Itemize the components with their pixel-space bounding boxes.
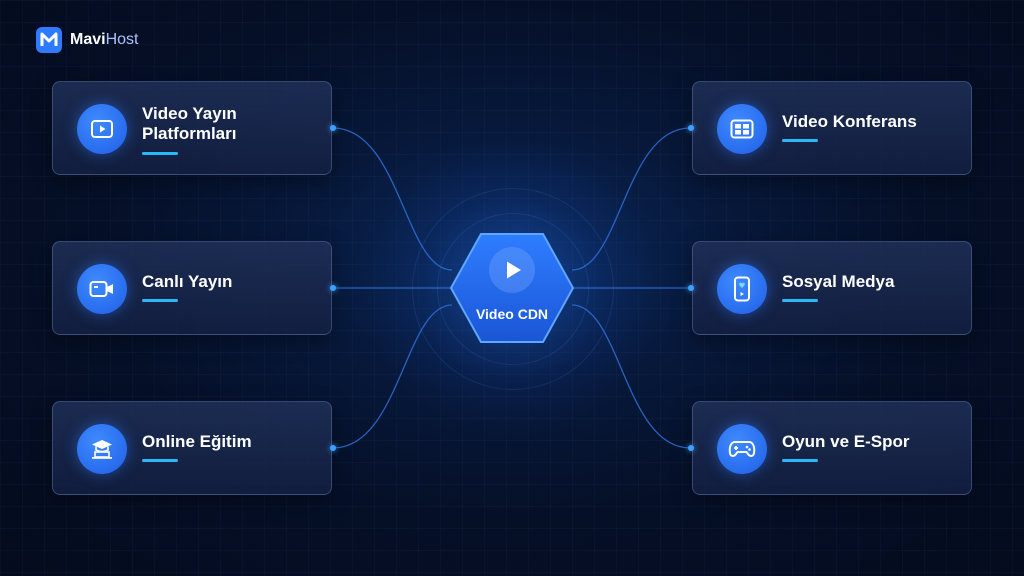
card-oyun-ve-e-spor[interactable]: Oyun ve E-Spor — [692, 401, 972, 495]
title-underline — [782, 459, 818, 462]
center-hexagon[interactable] — [449, 232, 575, 344]
connector-dot — [688, 125, 694, 131]
title-underline — [782, 299, 818, 302]
card-online-egitim[interactable]: Online Eğitim — [52, 401, 332, 495]
card-sosyal-medya[interactable]: Sosyal Medya — [692, 241, 972, 335]
card-title: Online Eğitim — [142, 432, 252, 451]
video-camera-icon — [77, 264, 127, 314]
card-video-konferans[interactable]: Video Konferans — [692, 81, 972, 175]
connector-dot — [688, 285, 694, 291]
card-title: Video Konferans — [782, 112, 917, 131]
connector-dot — [330, 125, 336, 131]
video-grid-icon — [717, 104, 767, 154]
brand-logo-icon — [36, 27, 62, 53]
connector-dot — [330, 285, 336, 291]
mobile-heart-icon — [717, 264, 767, 314]
connector-dot — [688, 445, 694, 451]
title-underline — [142, 152, 178, 155]
title-underline — [142, 459, 178, 462]
center-label: Video CDN — [475, 306, 549, 322]
glow-ring-outer — [412, 188, 614, 390]
title-underline — [782, 139, 818, 142]
card-title: Canlı Yayın — [142, 272, 233, 291]
gamepad-icon — [717, 424, 767, 474]
card-title: Sosyal Medya — [782, 272, 895, 291]
graduation-laptop-icon — [77, 424, 127, 474]
title-underline — [142, 299, 178, 302]
brand-name: MaviHost — [70, 31, 139, 48]
play-icon — [489, 247, 535, 293]
glow-ring-inner — [437, 213, 589, 365]
card-canli-yayin[interactable]: Canlı Yayın — [52, 241, 332, 335]
card-title: Oyun ve E-Spor — [782, 432, 910, 451]
brand-logo[interactable]: MaviHost — [36, 27, 138, 53]
connector-dot — [330, 445, 336, 451]
video-player-icon — [77, 104, 127, 154]
